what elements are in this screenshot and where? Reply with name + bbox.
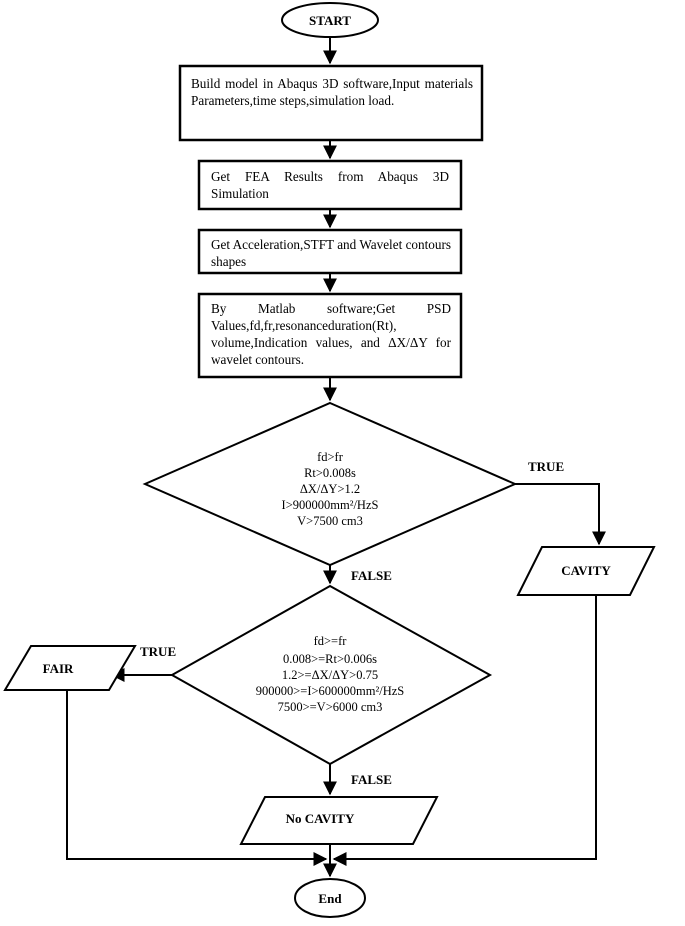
decision2-conditions: fd>=fr 0.008>=Rt>0.006s 1.2>=ΔX/ΔY>0.75 … [256,634,405,714]
output-no-cavity-label: No CAVITY [286,811,355,826]
decision1-condition: Rt>0.008s [304,466,356,480]
decision1-condition: fd>fr [317,450,344,464]
process-box-build-model [178,64,484,142]
step-contours-text: Get Acceleration,STFT and Wavelet contou… [211,237,451,269]
connector-fair-to-end [66,690,328,866]
step-matlab-text: By Matlab software;Get PSD Values,fd,fr,… [211,301,451,367]
output-fair-label: FAIR [43,661,74,676]
decision2-condition: 1.2>=ΔX/ΔY>0.75 [282,668,378,682]
decision2-true-label: TRUE [140,644,176,659]
output-fair [3,645,137,691]
output-cavity [516,546,656,596]
decision1-false-label: FALSE [351,568,392,583]
decision1-condition: ΔX/ΔY>1.2 [300,482,360,496]
decision2-condition: 900000>=I>600000mm²/HzS [256,684,405,698]
decision2-condition: 0.008>=Rt>0.006s [283,652,377,666]
output-cavity-label: CAVITY [561,563,611,578]
process-box-contours [197,228,463,275]
end-terminator [294,878,366,918]
end-label: End [318,891,342,906]
decision2-false-label: FALSE [351,772,392,787]
start-label: START [309,13,351,28]
decision1-true-label: TRUE [528,459,564,474]
arrow-decision1-true [515,483,606,546]
decision2-condition: fd>=fr [314,634,348,648]
decision1-condition: I>900000mm²/HzS [282,498,379,512]
output-no-cavity [239,796,439,845]
connector-cavity-to-end [332,595,597,866]
step-fea-results-text: Get FEA Results from Abaqus 3D Simulatio… [211,169,449,201]
step-build-model-text: Build model in Abaqus 3D software,Input … [191,76,473,108]
decision1-conditions: fd>fr Rt>0.008s ΔX/ΔY>1.2 I>900000mm²/Hz… [282,450,379,528]
decision2-condition: 7500>=V>6000 cm3 [278,700,383,714]
decision1-condition: V>7500 cm3 [297,514,363,528]
process-box-matlab [197,292,463,379]
process-box-fea-results [197,159,463,211]
